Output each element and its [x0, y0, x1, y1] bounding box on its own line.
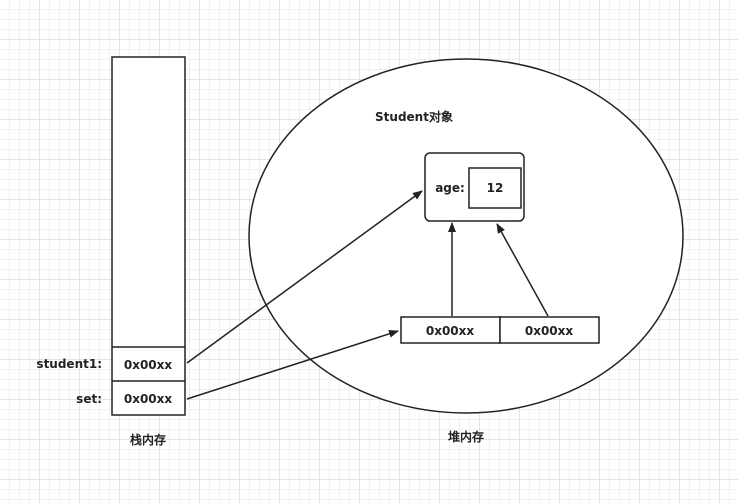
age-field-label: age: — [435, 181, 465, 195]
stack-value-set: 0x00xx — [124, 392, 173, 406]
age-value-box — [468, 167, 522, 209]
heap-ref-value-1: 0x00xx — [426, 324, 475, 338]
heap-ref-cell-2 — [499, 316, 600, 344]
arrow-ref2-to-object — [496, 223, 549, 317]
age-value: 12 — [487, 181, 504, 195]
arrow-set-to-ref-array — [186, 329, 399, 400]
heap-ref-value-2: 0x00xx — [525, 324, 574, 338]
stack-value-student1: 0x00xx — [124, 358, 173, 372]
heap-caption: 堆内存 — [448, 429, 484, 444]
stack-column — [111, 56, 186, 416]
arrow-student1-to-object — [186, 190, 423, 364]
stack-label-set: set: — [76, 392, 102, 406]
heap-ref-cell-1 — [400, 316, 501, 344]
stack-caption: 栈内存 — [130, 432, 166, 447]
object-title: Student对象 — [375, 109, 453, 124]
heap-ellipse — [248, 58, 684, 414]
stack-label-student1: student1: — [36, 357, 102, 371]
